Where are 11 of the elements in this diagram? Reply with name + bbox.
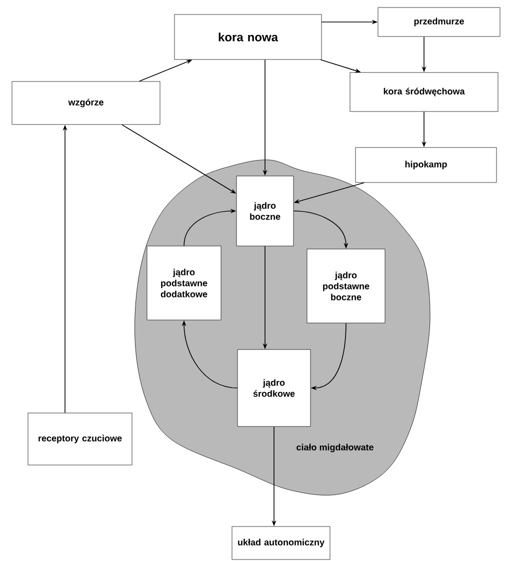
process-box: kora śródwęchowa (350, 72, 498, 112)
process-box: receptory czuciowe (28, 412, 132, 466)
nucleus-box: jądro podstawne boczne (306, 248, 386, 324)
process-box: wzgórze (12, 81, 160, 125)
process-box: hipokamp (355, 147, 497, 183)
process-box: przedmurze (378, 7, 500, 37)
nucleus-box: jądro podstawne dodatkowe (146, 246, 222, 320)
process-box: układ autonomiczny (232, 526, 330, 560)
process-box: kora nowa (174, 14, 322, 60)
nucleus-box: jądro środkowe (237, 349, 311, 427)
nucleus-box: jądro boczne (236, 176, 294, 246)
